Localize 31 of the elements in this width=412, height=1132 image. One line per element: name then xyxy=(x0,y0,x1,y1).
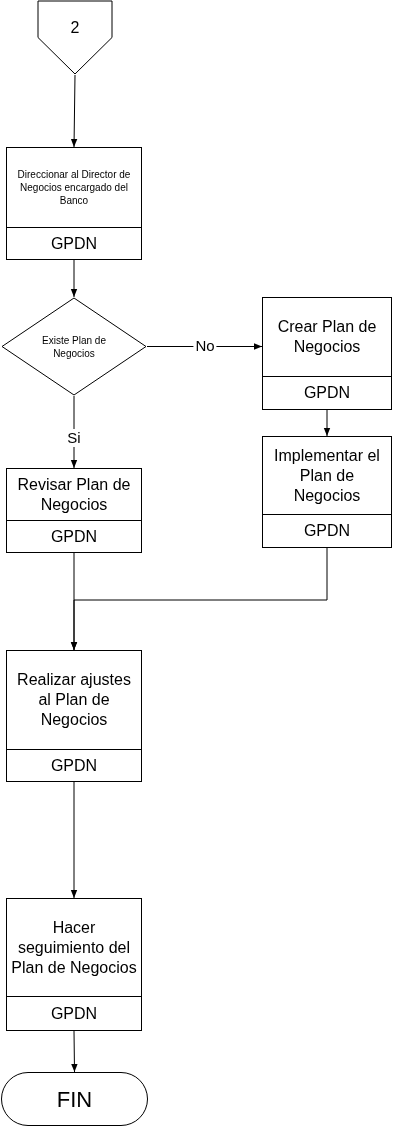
off-page-connector xyxy=(37,0,113,75)
node-text: Realizar ajustes al Plan de Negocios xyxy=(16,670,132,730)
process-box xyxy=(262,297,392,410)
node-text: Crear Plan de Negocios xyxy=(276,317,378,357)
node-text: Hacer seguimiento del Plan de Negocios xyxy=(11,917,137,978)
arrow xyxy=(70,547,328,651)
node-text: GPDN xyxy=(50,233,98,254)
node-text: GPDN xyxy=(303,383,351,403)
process-box xyxy=(6,650,142,782)
node-text: GPDN xyxy=(303,521,351,541)
node-text: GPDN xyxy=(50,755,98,776)
decision-diamond xyxy=(1,297,147,396)
node-text: GPDN xyxy=(50,526,98,547)
arrow xyxy=(70,74,78,148)
process-box xyxy=(6,898,142,1031)
node-text: Revisar Plan de Negocios xyxy=(16,474,132,515)
arrow xyxy=(323,409,331,437)
arrow xyxy=(70,259,78,298)
node-text: Direccionar al Director de Negocios encargado del Banco xyxy=(16,168,132,207)
arrow xyxy=(70,781,78,899)
edge-label: Si xyxy=(65,429,83,447)
arrow xyxy=(71,1030,78,1073)
process-box xyxy=(6,468,142,553)
node-text: 2 xyxy=(70,18,80,38)
node-text: Existe Plan de Negocios xyxy=(41,333,107,360)
process-box xyxy=(262,436,392,548)
node-text: FIN xyxy=(56,1085,93,1114)
terminal-shape xyxy=(1,1072,148,1126)
process-box xyxy=(6,147,142,260)
node-text: Implementar el Plan de Negocios xyxy=(273,445,381,506)
node-text: GPDN xyxy=(50,1003,98,1024)
